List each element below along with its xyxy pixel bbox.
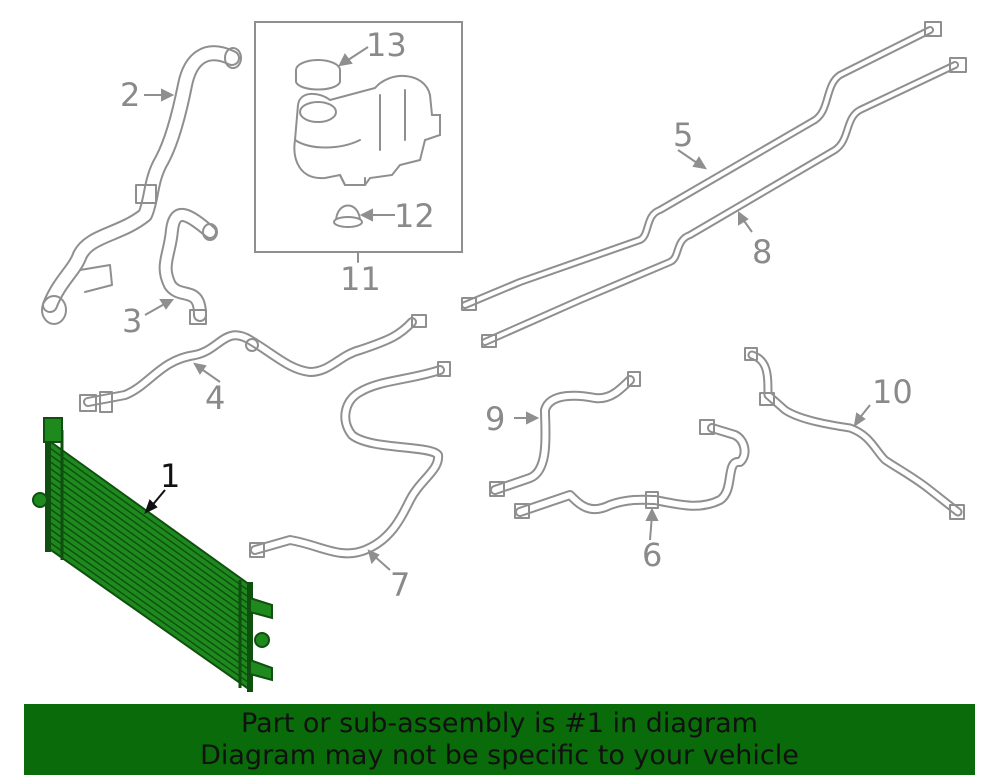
callout-4: 4	[205, 379, 225, 417]
callout-7: 7	[390, 566, 410, 604]
cooler-fin	[47, 446, 251, 593]
callout-labels: 1 2 3 4 5 6 7 8 9 10 11 12 13	[120, 26, 913, 604]
callout-8: 8	[752, 233, 772, 271]
callout-5: 5	[673, 116, 693, 154]
part-12-cap[interactable]	[333, 204, 363, 228]
cooler-fin	[47, 513, 251, 658]
part-9-line[interactable]	[489, 371, 641, 497]
cooler-fin	[47, 479, 251, 625]
part-6-line[interactable]	[514, 419, 750, 519]
callout-11: 11	[340, 260, 381, 298]
cooler-fin	[47, 533, 251, 678]
part-2-hose[interactable]	[41, 45, 242, 325]
part-13-cap[interactable]	[295, 59, 341, 91]
cooler-fin	[47, 540, 251, 685]
part-11-reservoir-box[interactable]	[254, 21, 463, 263]
callout-1: 1	[160, 457, 180, 495]
part-1-cooler[interactable]	[32, 417, 273, 692]
leader-lines	[144, 46, 871, 571]
cooler-fin	[47, 452, 251, 599]
part-10-line[interactable]	[744, 347, 965, 520]
cooler-fin	[47, 520, 251, 665]
part-5-line[interactable]	[461, 21, 942, 311]
callout-3: 3	[122, 302, 142, 340]
parts-diagram: 1 2 3 4 5 6 7 8 9 10 11 12 13	[32, 21, 967, 692]
callout-2: 2	[120, 76, 140, 114]
part-8-line[interactable]	[481, 57, 967, 348]
leader-line-1	[144, 489, 166, 515]
callout-12: 12	[394, 197, 435, 235]
part-3-hose[interactable]	[158, 208, 218, 325]
callout-13: 13	[366, 26, 407, 64]
cooler-fin	[47, 459, 251, 606]
part-4-line[interactable]	[79, 314, 427, 413]
cooler-fin	[47, 493, 251, 639]
cooler-fin	[47, 500, 251, 645]
callout-9: 9	[485, 400, 505, 438]
info-banner: Part or sub-assembly is #1 in diagram Di…	[24, 704, 975, 775]
cooler-fin	[47, 473, 251, 619]
callout-10: 10	[872, 373, 913, 411]
cooler-fin	[47, 506, 251, 652]
banner-line-2: Diagram may not be specific to your vehi…	[200, 739, 799, 771]
banner-line-1: Part or sub-assembly is #1 in diagram	[241, 707, 758, 739]
cooler-fin	[47, 486, 251, 632]
cooler-fin	[47, 466, 251, 612]
callout-6: 6	[642, 536, 662, 574]
cooler-fin	[47, 527, 251, 671]
part-7-line[interactable]	[249, 361, 451, 559]
